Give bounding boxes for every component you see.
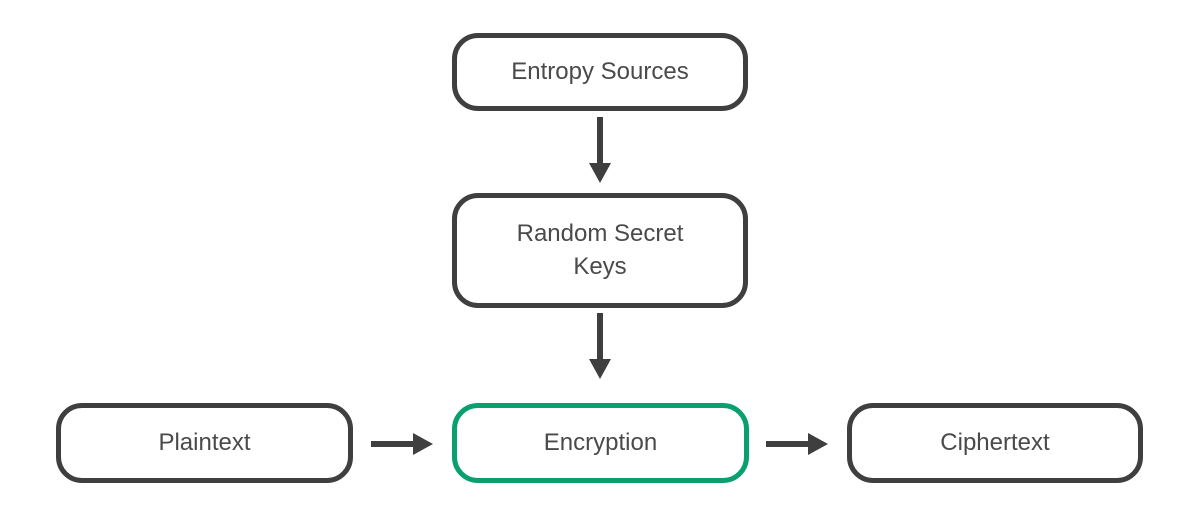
arrow-down-icon: [589, 313, 611, 379]
node-ciphertext: Ciphertext: [847, 403, 1143, 483]
node-plaintext: Plaintext: [56, 403, 353, 483]
arrow-down-icon: [589, 117, 611, 183]
node-ciphertext-label: Ciphertext: [940, 428, 1050, 456]
node-encryption-label: Encryption: [543, 428, 658, 456]
arrow-right-icon: [766, 433, 828, 455]
arrow-right-icon: [371, 433, 433, 455]
node-plaintext-label: Plaintext: [158, 428, 251, 456]
node-entropy-sources: Entropy Sources: [452, 33, 748, 111]
node-encryption: Encryption: [452, 403, 749, 483]
node-random-secret-keys-label: Random Secret Keys: [516, 220, 684, 280]
node-entropy-sources-label: Entropy Sources: [511, 57, 689, 85]
node-random-secret-keys: Random Secret Keys: [452, 193, 748, 308]
